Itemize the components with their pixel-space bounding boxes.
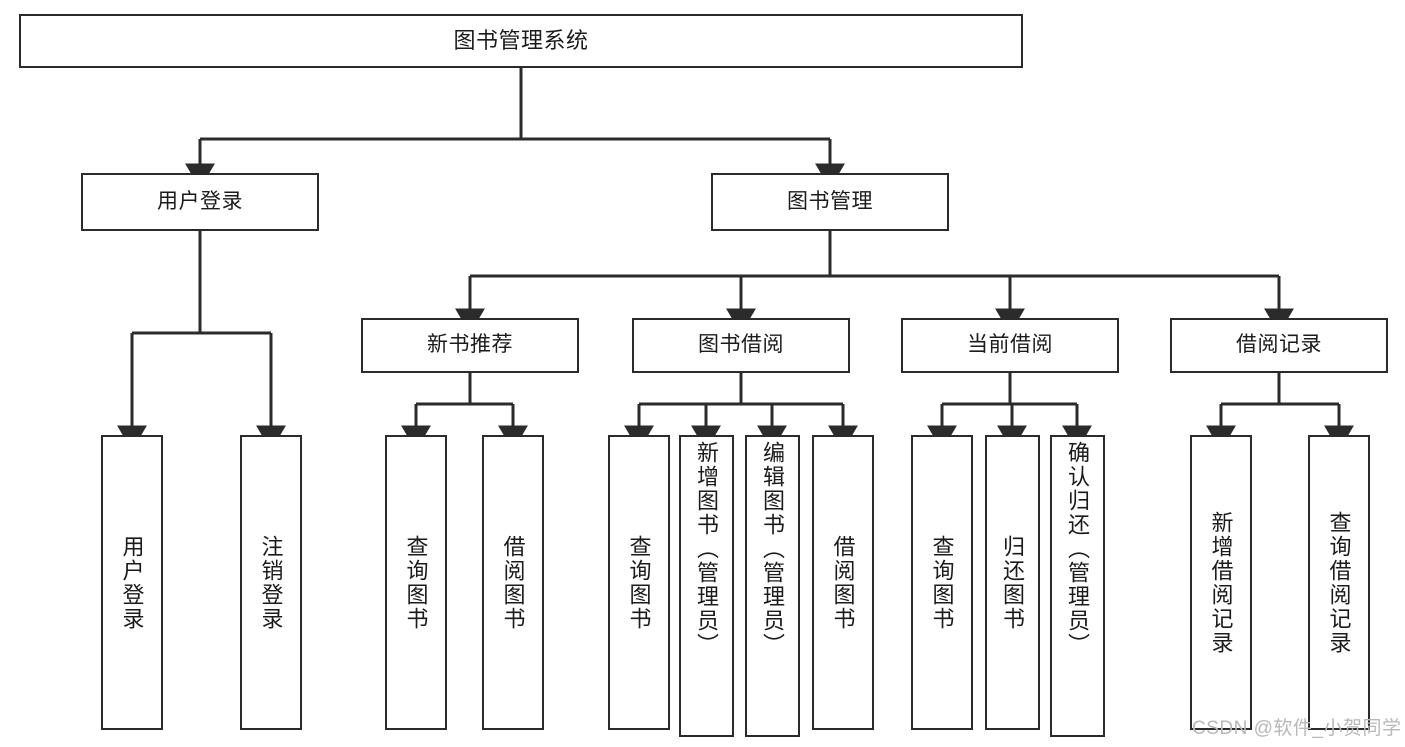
node-user-login-label: 用户登录: [157, 189, 243, 213]
node-leaf-query-book-current[interactable]: 查询图书: [911, 435, 973, 730]
node-leaf-borrow-book[interactable]: 借阅图书: [812, 435, 874, 730]
csdn-watermark: CSDN @软件_小贺同学: [1192, 718, 1402, 739]
node-book-borrow[interactable]: 图书借阅: [632, 318, 850, 373]
node-leaf-logout-label: 注销登录: [258, 534, 284, 631]
node-leaf-borrow-book-recommend-label: 借阅图书: [500, 534, 526, 631]
node-root-label: 图书管理系统: [453, 28, 589, 54]
node-leaf-borrow-book-label: 借阅图书: [830, 534, 856, 631]
node-new-book-recommend-label: 新书推荐: [427, 333, 513, 357]
node-current-borrow[interactable]: 当前借阅: [901, 318, 1119, 373]
node-leaf-query-book-borrow[interactable]: 查询图书: [608, 435, 670, 730]
node-current-borrow-label: 当前借阅: [967, 333, 1053, 357]
node-leaf-logout[interactable]: 注销登录: [240, 435, 302, 730]
node-book-manage-label: 图书管理: [787, 189, 873, 213]
node-leaf-return-book-label: 归还图书: [1000, 534, 1026, 631]
node-leaf-user-login[interactable]: 用户登录: [101, 435, 163, 730]
node-book-borrow-label: 图书借阅: [698, 333, 784, 357]
node-leaf-query-book-recommend-label: 查询图书: [403, 534, 429, 631]
node-leaf-add-book-admin[interactable]: 新增图书（管理员）: [679, 435, 734, 737]
node-borrow-record[interactable]: 借阅记录: [1170, 318, 1388, 373]
node-leaf-edit-book-admin-label: 编辑图书（管理员）: [760, 441, 786, 657]
node-leaf-add-borrow-record[interactable]: 新增借阅记录: [1190, 435, 1252, 730]
node-leaf-borrow-book-recommend[interactable]: 借阅图书: [482, 435, 544, 730]
node-leaf-add-book-admin-label: 新增图书（管理员）: [694, 441, 720, 657]
node-leaf-query-borrow-record[interactable]: 查询借阅记录: [1308, 435, 1370, 730]
node-borrow-record-label: 借阅记录: [1236, 333, 1322, 357]
node-leaf-query-book-borrow-label: 查询图书: [626, 534, 652, 631]
node-user-login[interactable]: 用户登录: [81, 173, 319, 231]
node-leaf-query-book-recommend[interactable]: 查询图书: [385, 435, 447, 730]
node-leaf-confirm-return-admin-label: 确认归还（管理员）: [1065, 441, 1091, 657]
node-leaf-edit-book-admin[interactable]: 编辑图书（管理员）: [745, 435, 800, 737]
node-new-book-recommend[interactable]: 新书推荐: [361, 318, 579, 373]
node-root[interactable]: 图书管理系统: [19, 14, 1023, 68]
node-leaf-confirm-return-admin[interactable]: 确认归还（管理员）: [1050, 435, 1105, 737]
node-leaf-query-book-current-label: 查询图书: [929, 534, 955, 631]
node-leaf-return-book[interactable]: 归还图书: [985, 435, 1040, 730]
node-leaf-user-login-label: 用户登录: [119, 534, 145, 631]
node-leaf-query-borrow-record-label: 查询借阅记录: [1326, 510, 1352, 655]
node-book-manage[interactable]: 图书管理: [711, 173, 949, 231]
node-leaf-add-borrow-record-label: 新增借阅记录: [1208, 510, 1234, 655]
